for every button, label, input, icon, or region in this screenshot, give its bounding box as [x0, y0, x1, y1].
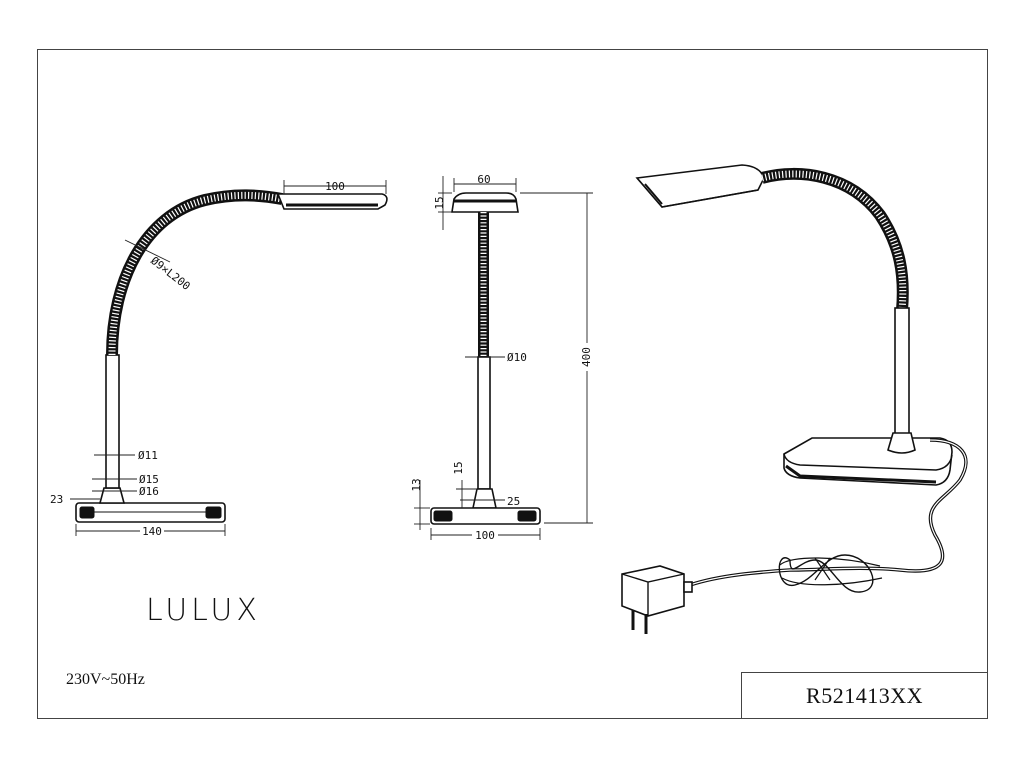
- front-dim-total-height: 400: [580, 347, 593, 367]
- perspective-gooseneck: [760, 167, 909, 311]
- front-dim-base-height: 13: [410, 478, 423, 491]
- front-collar: [472, 488, 497, 509]
- perspective-head: [635, 164, 765, 208]
- side-dim-collar-top: Ø15: [139, 473, 159, 486]
- side-dim-offset: 23: [50, 493, 63, 506]
- title-block: [741, 672, 988, 719]
- perspective-collar: [887, 432, 916, 454]
- side-stem: [105, 354, 120, 489]
- front-dim-collar-width: 25: [507, 495, 520, 508]
- side-dim-stem: Ø11: [138, 449, 158, 462]
- perspective-view-drawing: [621, 164, 968, 634]
- side-view-drawing: 100 Ø9×L200 Ø11 Ø15 Ø16 23 140: [50, 180, 388, 538]
- power-spec: 230V~50Hz: [66, 671, 145, 688]
- power-adapter: [621, 565, 685, 617]
- product-code: R521413XX: [806, 682, 923, 708]
- side-base-foot-right: [205, 506, 222, 519]
- side-dim-collar-base: Ø16: [139, 485, 159, 498]
- perspective-stem: [894, 307, 910, 435]
- front-dim-collar-height: 15: [452, 461, 465, 474]
- side-head: [276, 193, 388, 210]
- side-collar: [98, 487, 126, 504]
- front-dim-head-height: 15: [433, 196, 446, 209]
- adapter-cable-strain-relief: [683, 581, 693, 593]
- front-dim-head-width: 60: [477, 173, 490, 186]
- side-dim-gooseneck: Ø9×L200: [148, 254, 193, 293]
- front-base: [430, 507, 541, 525]
- front-view-drawing: 60 15 400 Ø10 15 13 25 10: [410, 173, 594, 542]
- side-dim-base-length: 140: [142, 525, 162, 538]
- side-base-foot-left: [79, 506, 95, 519]
- brand-name: LULUX: [146, 593, 261, 628]
- front-dim-stem: Ø10: [507, 351, 527, 364]
- side-dim-head-width: 100: [325, 180, 345, 193]
- cable-coil: [778, 554, 874, 593]
- front-dim-base-width: 100: [475, 529, 495, 542]
- front-stem: [477, 356, 491, 490]
- side-gooseneck: [106, 189, 284, 356]
- drawing-frame: [37, 49, 988, 719]
